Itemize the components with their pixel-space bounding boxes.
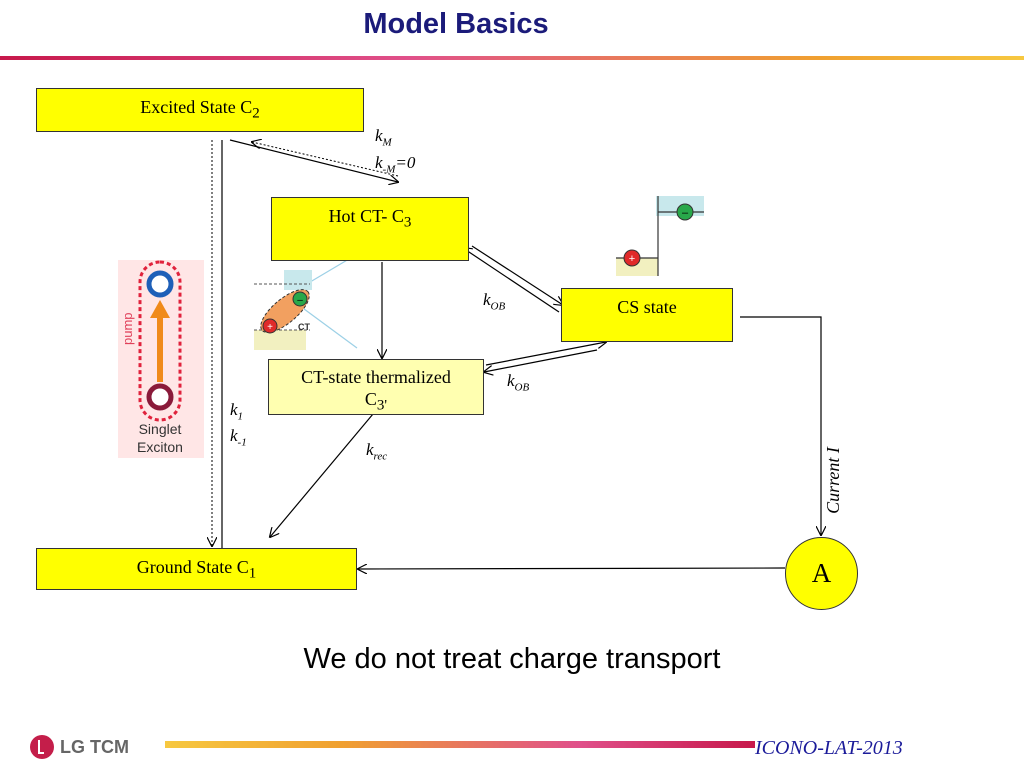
- ct-label: CT: [298, 322, 310, 332]
- title-divider: [0, 56, 1024, 60]
- arrow-a-to-ground: [358, 568, 786, 569]
- hot-ct-box[interactable]: Hot CT- C3: [271, 197, 469, 261]
- pump-arrow-icon: [150, 300, 170, 318]
- svg-text:+: +: [629, 253, 635, 265]
- arrow-hot-to-cs: [471, 245, 563, 305]
- excited-state-box[interactable]: Excited State C2: [36, 88, 364, 132]
- hole-orbital-icon: [146, 383, 174, 411]
- arrow-cs-to-thermalized: [484, 349, 598, 372]
- k-minus-m-label: k-M=0: [375, 153, 416, 176]
- ground-state-box[interactable]: Ground State C1: [36, 548, 357, 590]
- ct-thermalized-box[interactable]: CT-state thermalized C3': [268, 359, 484, 415]
- singlet-exciton-inset: pump Singlet Exciton: [118, 260, 204, 458]
- svg-text:–: –: [297, 295, 303, 306]
- lg-logo-icon: [30, 735, 54, 759]
- ct-state-inset: + – CT: [254, 270, 312, 350]
- company-logo: LG TCM: [30, 733, 129, 761]
- k-minus-1-label: k-1: [230, 426, 247, 449]
- km-label: kM: [375, 126, 392, 149]
- electron-charge-icon: [292, 291, 308, 307]
- arrow-cs-to-hot: [463, 248, 560, 313]
- electron-orbital-icon: [146, 270, 174, 298]
- current-label: Current I: [822, 447, 843, 514]
- krec-label: krec: [366, 440, 388, 463]
- kob-upper-label: kOB: [483, 290, 506, 313]
- cs-state-box[interactable]: CS state: [561, 288, 733, 342]
- kob-lower-label: kOB: [507, 371, 530, 394]
- svg-text:+: +: [267, 322, 273, 333]
- hole-charge-icon: [262, 318, 278, 334]
- k1-label: k1: [230, 400, 244, 423]
- arrow-thermalized-to-cs: [485, 342, 606, 366]
- page-title: Model Basics: [363, 8, 549, 40]
- svg-text:–: –: [682, 207, 689, 219]
- exciton-label: Exciton: [137, 439, 183, 455]
- arrow-krec: [270, 413, 374, 537]
- ammeter-node[interactable]: A: [785, 537, 858, 610]
- cs-charges-inset: + –: [616, 196, 704, 276]
- singlet-label: Singlet: [139, 421, 182, 437]
- footer-divider: [165, 741, 755, 748]
- current-path: [740, 316, 821, 535]
- conference-label: ICONO-LAT-2013: [755, 737, 903, 759]
- separated-hole-icon: [623, 249, 641, 267]
- separated-electron-icon: [676, 203, 694, 221]
- arrow-km: [229, 139, 398, 182]
- arrow-k-minus-m: [252, 142, 399, 177]
- note-text: We do not treat charge transport: [303, 643, 721, 675]
- pump-label: pump: [120, 312, 135, 345]
